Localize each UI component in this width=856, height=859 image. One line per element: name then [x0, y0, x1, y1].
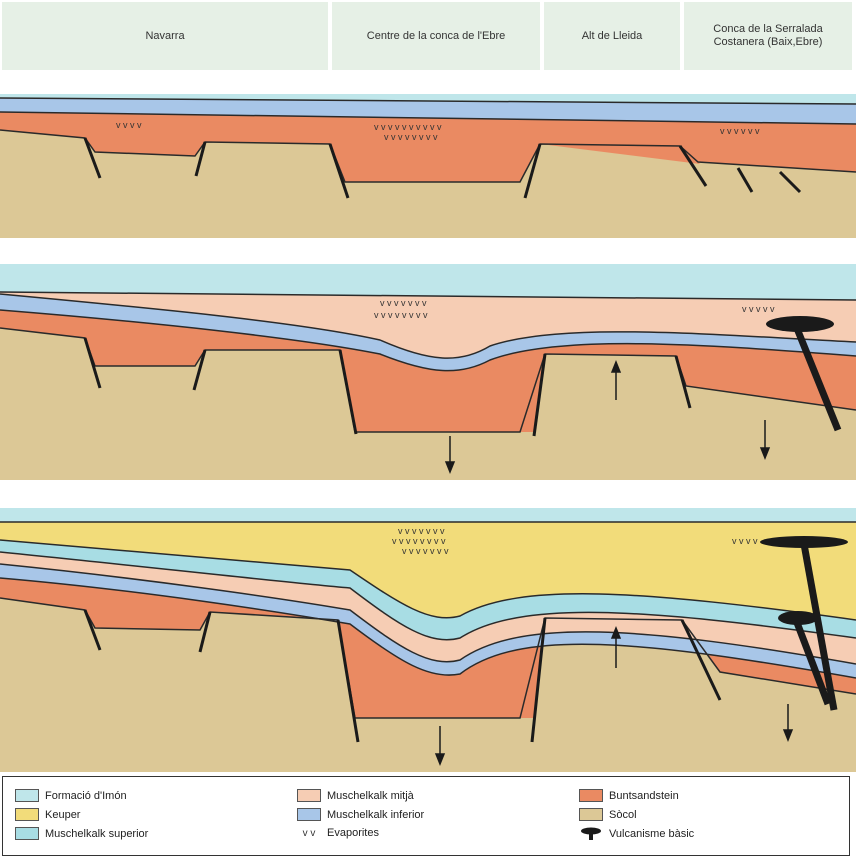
muschelkalk-superior-layer [0, 540, 856, 640]
svg-text:v v v v v v v: v v v v v v v [398, 526, 445, 536]
formacio-imon-layer [0, 264, 856, 300]
region-label: Navarra [145, 29, 185, 42]
formacio-imon-swatch [15, 789, 39, 802]
movement-arrows [444, 359, 771, 475]
volcanic-icon [581, 827, 601, 840]
legend-label: Buntsandstein [609, 789, 679, 802]
legend-item-buntsandstein: Buntsandstein [579, 789, 679, 802]
evaporite-symbols: v v v v v v v v v v v v v v v v v v v v … [392, 526, 758, 556]
formacio-imon-layer [0, 94, 856, 104]
svg-text:v v v v v v: v v v v v v [720, 126, 760, 136]
keuper-swatch [15, 808, 39, 821]
legend-label: Sòcol [609, 808, 637, 821]
legend-label: Evaporites [327, 827, 379, 839]
region-navarra: Navarra [2, 2, 328, 70]
socol-swatch [579, 808, 603, 821]
muschelkalk-mitja-layer [0, 552, 856, 664]
svg-text:v v v v v v v v v v: v v v v v v v v v v [374, 122, 442, 132]
muschelkalk-inferior-layer [0, 564, 856, 678]
cross-section-stage-3: v v v v v v v v v v v v v v v v v v v v … [0, 508, 856, 772]
svg-text:v v v v v v v v: v v v v v v v v [392, 536, 446, 546]
legend-item-muschelkalk-mitja: Muschelkalk mitjà [297, 789, 414, 802]
muschelkalk-inferior-swatch [297, 808, 321, 821]
legend-item-muschelkalk-superior: Muschelkalk superior [15, 827, 148, 840]
cross-section-stage-2: v v v v v v v v v v v v v v v v v v v v [0, 264, 856, 480]
evaporite-symbols: v v v v v v v v v v v v v v v v v v v v [374, 298, 775, 320]
region-label: Alt de Lleida [581, 29, 643, 42]
faults [83, 337, 692, 437]
evaporite-symbols: v v v v v v v v v v v v v v v v v v v v … [116, 120, 760, 142]
region-label: Conca de la Serralada Costanera (Baix,Eb… [713, 23, 823, 48]
buntsandstein-swatch [579, 789, 603, 802]
muschelkalk-superior-swatch [15, 827, 39, 840]
svg-text:v v v v v v v v: v v v v v v v v [374, 310, 428, 320]
legend-item-keuper: Keuper [15, 808, 80, 821]
volcanic-intrusion [766, 316, 842, 432]
legend-label: Keuper [45, 808, 81, 821]
svg-text:v v v v: v v v v [732, 536, 758, 546]
muschelkalk-mitja-layer [0, 292, 856, 359]
legend: Formació d'Imón Keuper Muschelkalk super… [2, 776, 850, 856]
svg-text:v v v v: v v v v [116, 120, 142, 130]
faults [83, 137, 802, 199]
legend-label: Muschelkalk mitjà [327, 789, 414, 802]
buntsandstein-layer [0, 310, 856, 432]
muschelkalk-inferior-layer [0, 98, 856, 124]
svg-text:v v v v v: v v v v v [742, 304, 775, 314]
legend-label: Muschelkalk superior [45, 827, 149, 840]
muschelkalk-mitja-swatch [297, 789, 321, 802]
region-centre-conca-ebre: Centre de la conca de l'Ebre [332, 2, 540, 70]
legend-item-evaporites: v v Evaporites [297, 827, 379, 839]
svg-text:v v v v v v v v: v v v v v v v v [384, 132, 438, 142]
layer-boundaries [0, 521, 856, 719]
region-conca-serralada-costanera: Conca de la Serralada Costanera (Baix,Eb… [684, 2, 852, 70]
volcanic-intrusion [760, 536, 848, 711]
svg-text:v v v v v v v: v v v v v v v [402, 546, 449, 556]
cross-section-stage-1: v v v v v v v v v v v v v v v v v v v v … [0, 94, 856, 238]
region-alt-lleida: Alt de Lleida [544, 2, 680, 70]
legend-item-vulcanisme: Vulcanisme bàsic [579, 827, 694, 841]
svg-text:v v v v v v v: v v v v v v v [380, 298, 427, 308]
legend-item-muschelkalk-inferior: Muschelkalk inferior [297, 808, 424, 821]
buntsandstein-layer [0, 112, 856, 182]
legend-label: Formació d'Imón [45, 789, 127, 802]
legend-item-formacio-imon: Formació d'Imón [15, 789, 127, 802]
legend-label: Vulcanisme bàsic [609, 828, 695, 840]
formacio-imon-layer [0, 508, 856, 522]
legend-item-socol: Sòcol [579, 808, 637, 821]
region-label: Centre de la conca de l'Ebre [366, 29, 506, 42]
movement-arrows [434, 625, 794, 767]
legend-label: Muschelkalk inferior [327, 808, 425, 821]
evaporite-symbol: v v [302, 827, 316, 839]
faults [83, 609, 722, 743]
